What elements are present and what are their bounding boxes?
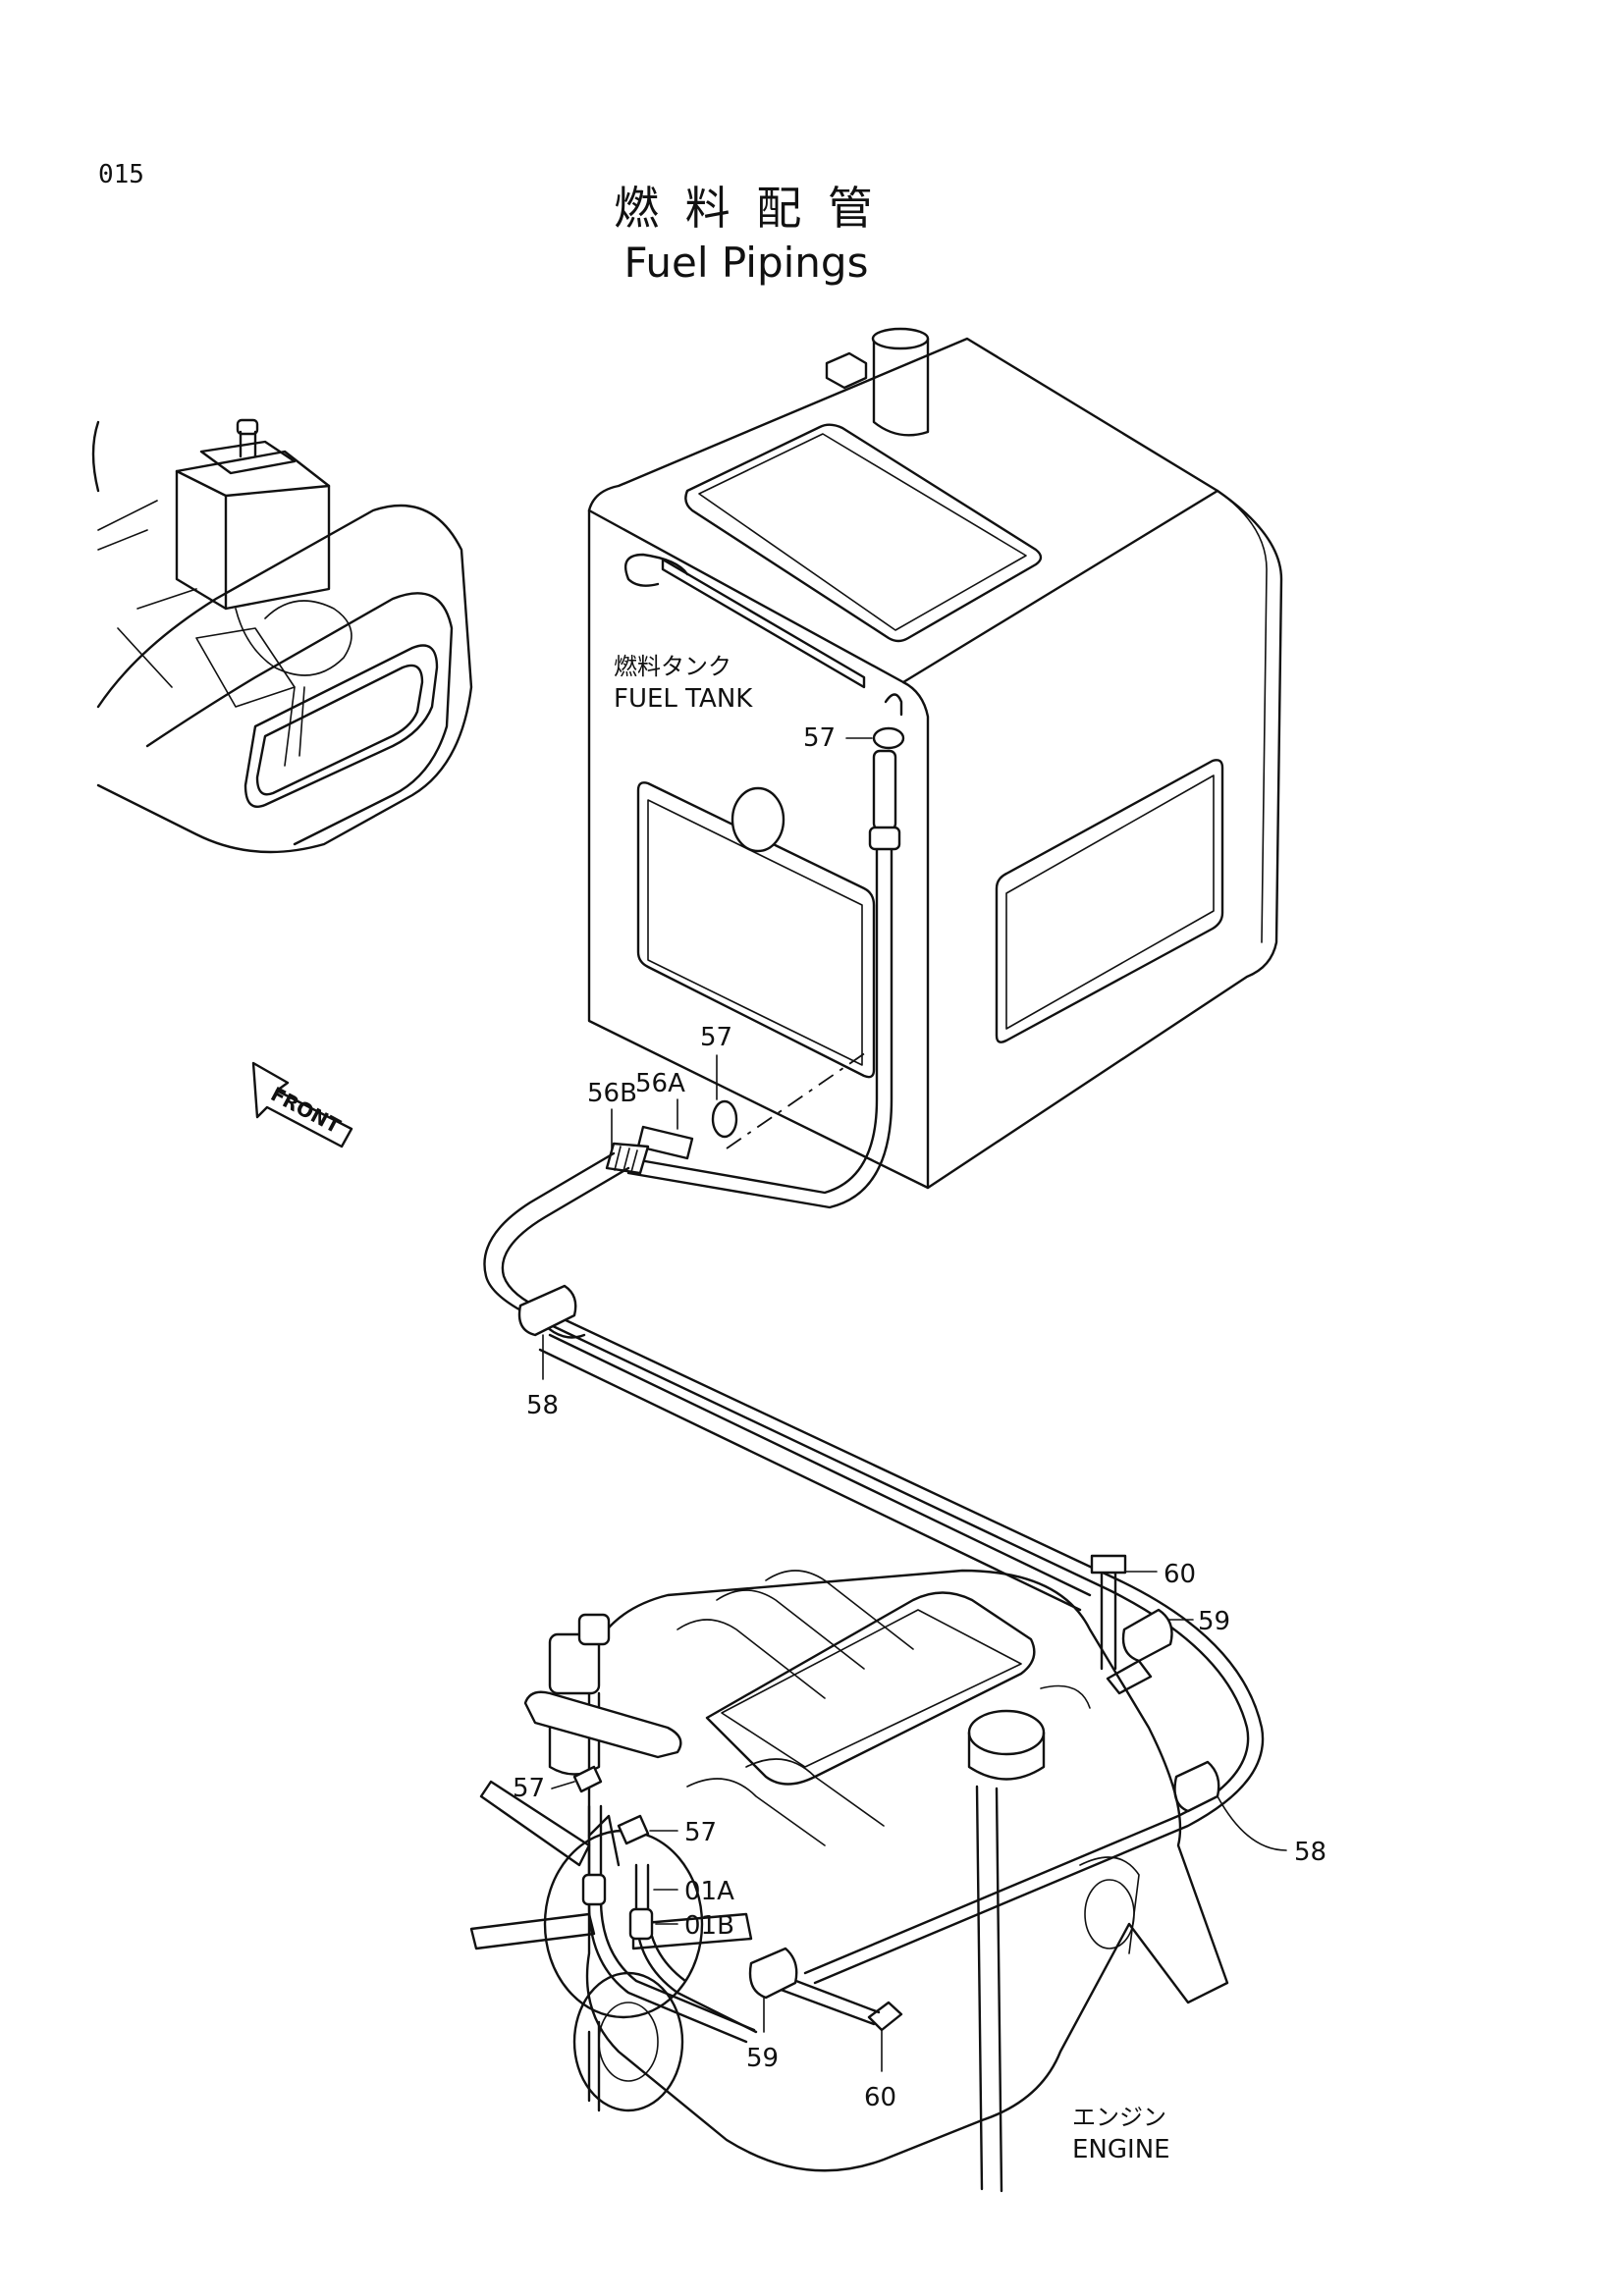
fuel-hose-assembly bbox=[483, 726, 1265, 2032]
callout-01A: 01A bbox=[684, 1877, 734, 1906]
front-label: FRONT bbox=[267, 1082, 345, 1138]
page-title-en: Fuel Pipings bbox=[624, 239, 869, 287]
callout-56B: 56B bbox=[587, 1079, 637, 1108]
front-direction-arrow: FRONT bbox=[251, 1061, 353, 1148]
fuel-tank-illustration bbox=[587, 327, 1283, 1190]
engine-illustration bbox=[469, 1569, 1229, 2193]
callout-58-right: 58 bbox=[1294, 1838, 1326, 1867]
callout-57-engine-left: 57 bbox=[513, 1774, 545, 1803]
fuel-tank-label-en: FUEL TANK bbox=[614, 684, 753, 714]
callout-57-mid: 57 bbox=[700, 1023, 732, 1052]
page-title-jp: 燃 料 配 管 bbox=[614, 182, 879, 235]
callout-57-engine-right: 57 bbox=[684, 1818, 717, 1847]
engine-label-en: ENGINE bbox=[1072, 2135, 1170, 2164]
callout-60-top: 60 bbox=[1164, 1560, 1196, 1589]
callout-56A: 56A bbox=[635, 1069, 685, 1098]
callout-59-top: 59 bbox=[1198, 1607, 1230, 1636]
leader-lines bbox=[542, 737, 1287, 2072]
callout-57-top: 57 bbox=[803, 723, 836, 753]
callout-58-left: 58 bbox=[526, 1391, 559, 1420]
callout-59-bottom: 59 bbox=[746, 2044, 779, 2073]
fuel-tank-label-jp: 燃料タンク bbox=[614, 653, 731, 680]
callout-numbers: 57 57 56A 56B 58 60 59 57 57 01A 01B 58 … bbox=[513, 723, 1326, 2112]
engine-label-jp: エンジン bbox=[1072, 2104, 1166, 2131]
page-number: 015 bbox=[98, 160, 144, 189]
callout-01B: 01B bbox=[684, 1911, 734, 1941]
machine-overview-illustration bbox=[91, 418, 473, 854]
callout-60-bottom: 60 bbox=[864, 2083, 896, 2112]
